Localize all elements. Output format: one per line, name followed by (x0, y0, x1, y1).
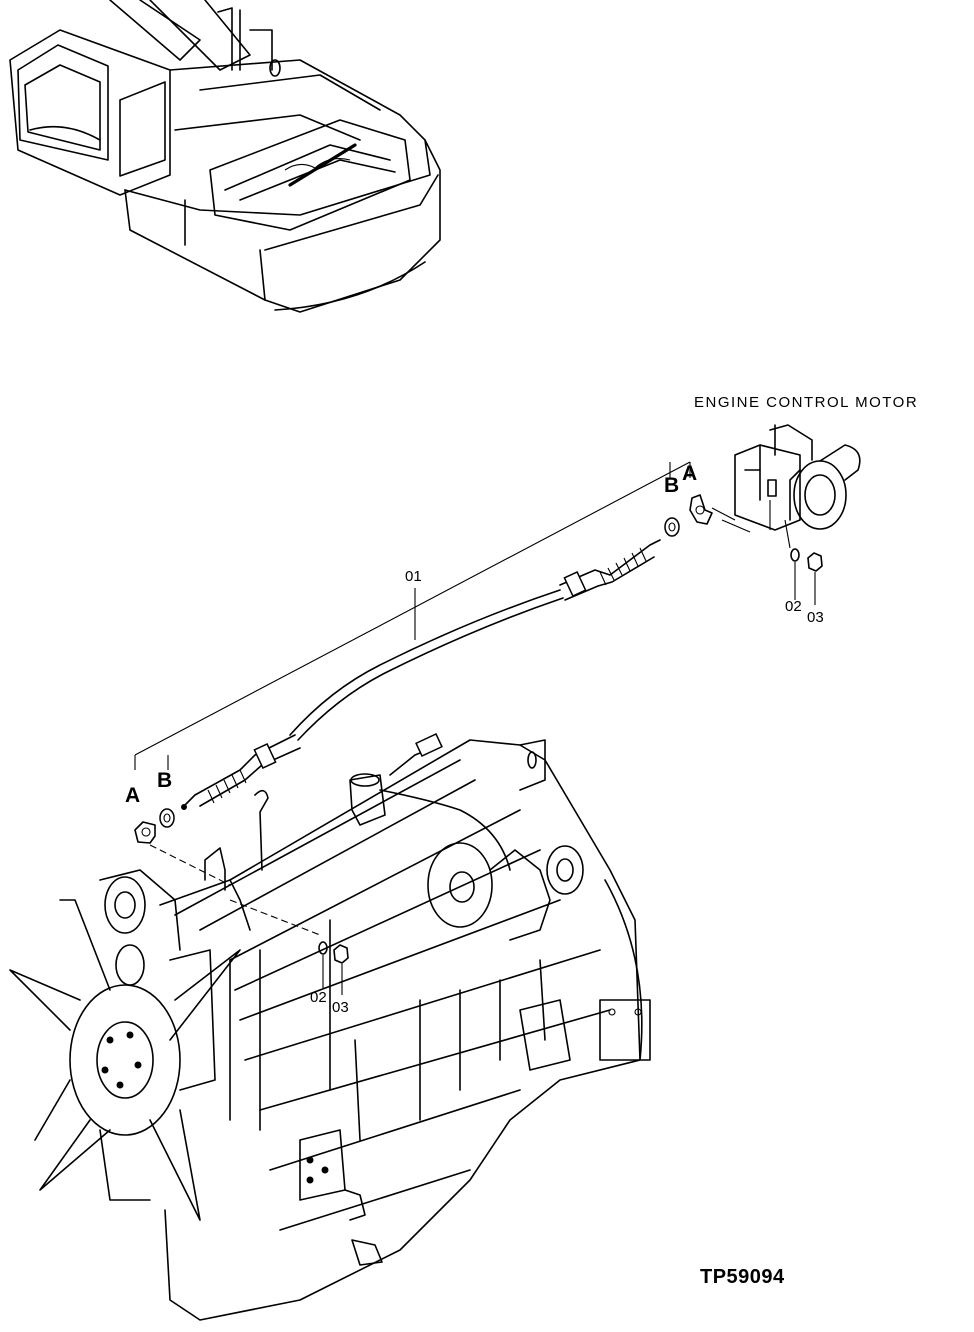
callout-a-left: A (125, 784, 140, 807)
engine-illustration (9, 733, 651, 1321)
excavator-illustration (9, 0, 441, 313)
callout-nut-03-left: 03 (332, 999, 349, 1016)
reference-code: TP59094 (700, 1266, 785, 1288)
callout-b-right: B (664, 474, 679, 497)
callout-washer-02-right: 02 (785, 598, 802, 615)
callout-cable-01: 01 (405, 568, 422, 585)
throttle-cable (134, 461, 691, 810)
callout-a-right: A (682, 462, 697, 485)
callout-b-left: B (157, 769, 172, 792)
right-hardware (664, 494, 823, 605)
left-hardware (134, 808, 175, 844)
engine-control-motor-illustration (734, 424, 861, 549)
callout-nut-03-right: 03 (807, 609, 824, 626)
caption-engine-control-motor: ENGINE CONTROL MOTOR (694, 394, 918, 411)
callout-washer-02-left: 02 (310, 989, 327, 1006)
